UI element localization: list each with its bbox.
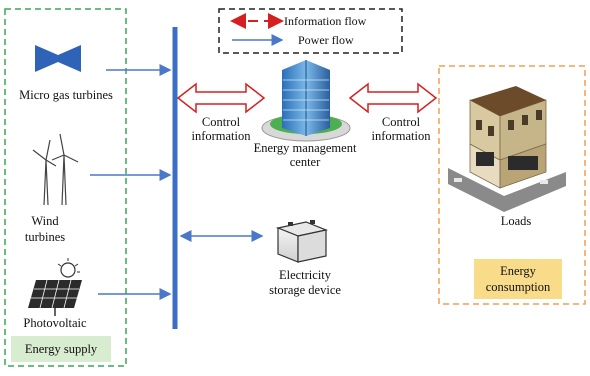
- micro-gas-turbine-icon: [35, 45, 81, 72]
- control-info-right-line2: information: [371, 129, 431, 143]
- wind-turbine-icon: [32, 133, 79, 206]
- wind-turbines-label-line1: Wind: [31, 214, 59, 228]
- loads-building-icon: [448, 86, 566, 212]
- energy-supply-tag-bg: [11, 336, 111, 362]
- photovoltaic-label: Photovoltaic: [23, 316, 87, 330]
- control-info-left-line2: information: [191, 129, 251, 143]
- control-info-arrow-left: [176, 82, 266, 114]
- energy-supply-label: Energy supply: [24, 342, 98, 356]
- control-info-right-line1: Control: [381, 115, 421, 129]
- wind-turbines-label-line2: turbines: [24, 230, 66, 244]
- energy-management-center-icon: [261, 60, 351, 142]
- energy-consumption-tag-bg: [474, 259, 562, 299]
- energy-supply-box: [4, 8, 127, 367]
- electricity-storage-battery-icon: [275, 220, 329, 263]
- micro-gas-turbines-label: Micro gas turbines: [19, 88, 113, 102]
- energy-management-center-label-line2: center: [289, 155, 321, 169]
- legend-information-flow-label: Information flow: [284, 14, 367, 28]
- energy-consumption-label-line1: Energy: [500, 264, 536, 278]
- control-info-left-line1: Control: [201, 115, 241, 129]
- energy-consumption-label-line2: consumption: [485, 280, 551, 294]
- loads-label: Loads: [500, 214, 532, 228]
- control-info-arrow-right: [348, 82, 438, 114]
- energy-consumption-box: [438, 65, 586, 305]
- energy-management-center-label-line1: Energy management: [253, 141, 357, 155]
- photovoltaic-panel-icon: [28, 258, 82, 316]
- storage-device-label-line1: Electricity: [278, 268, 332, 282]
- storage-device-label-line2: storage device: [269, 283, 341, 297]
- legend-power-flow-label: Power flow: [298, 33, 354, 47]
